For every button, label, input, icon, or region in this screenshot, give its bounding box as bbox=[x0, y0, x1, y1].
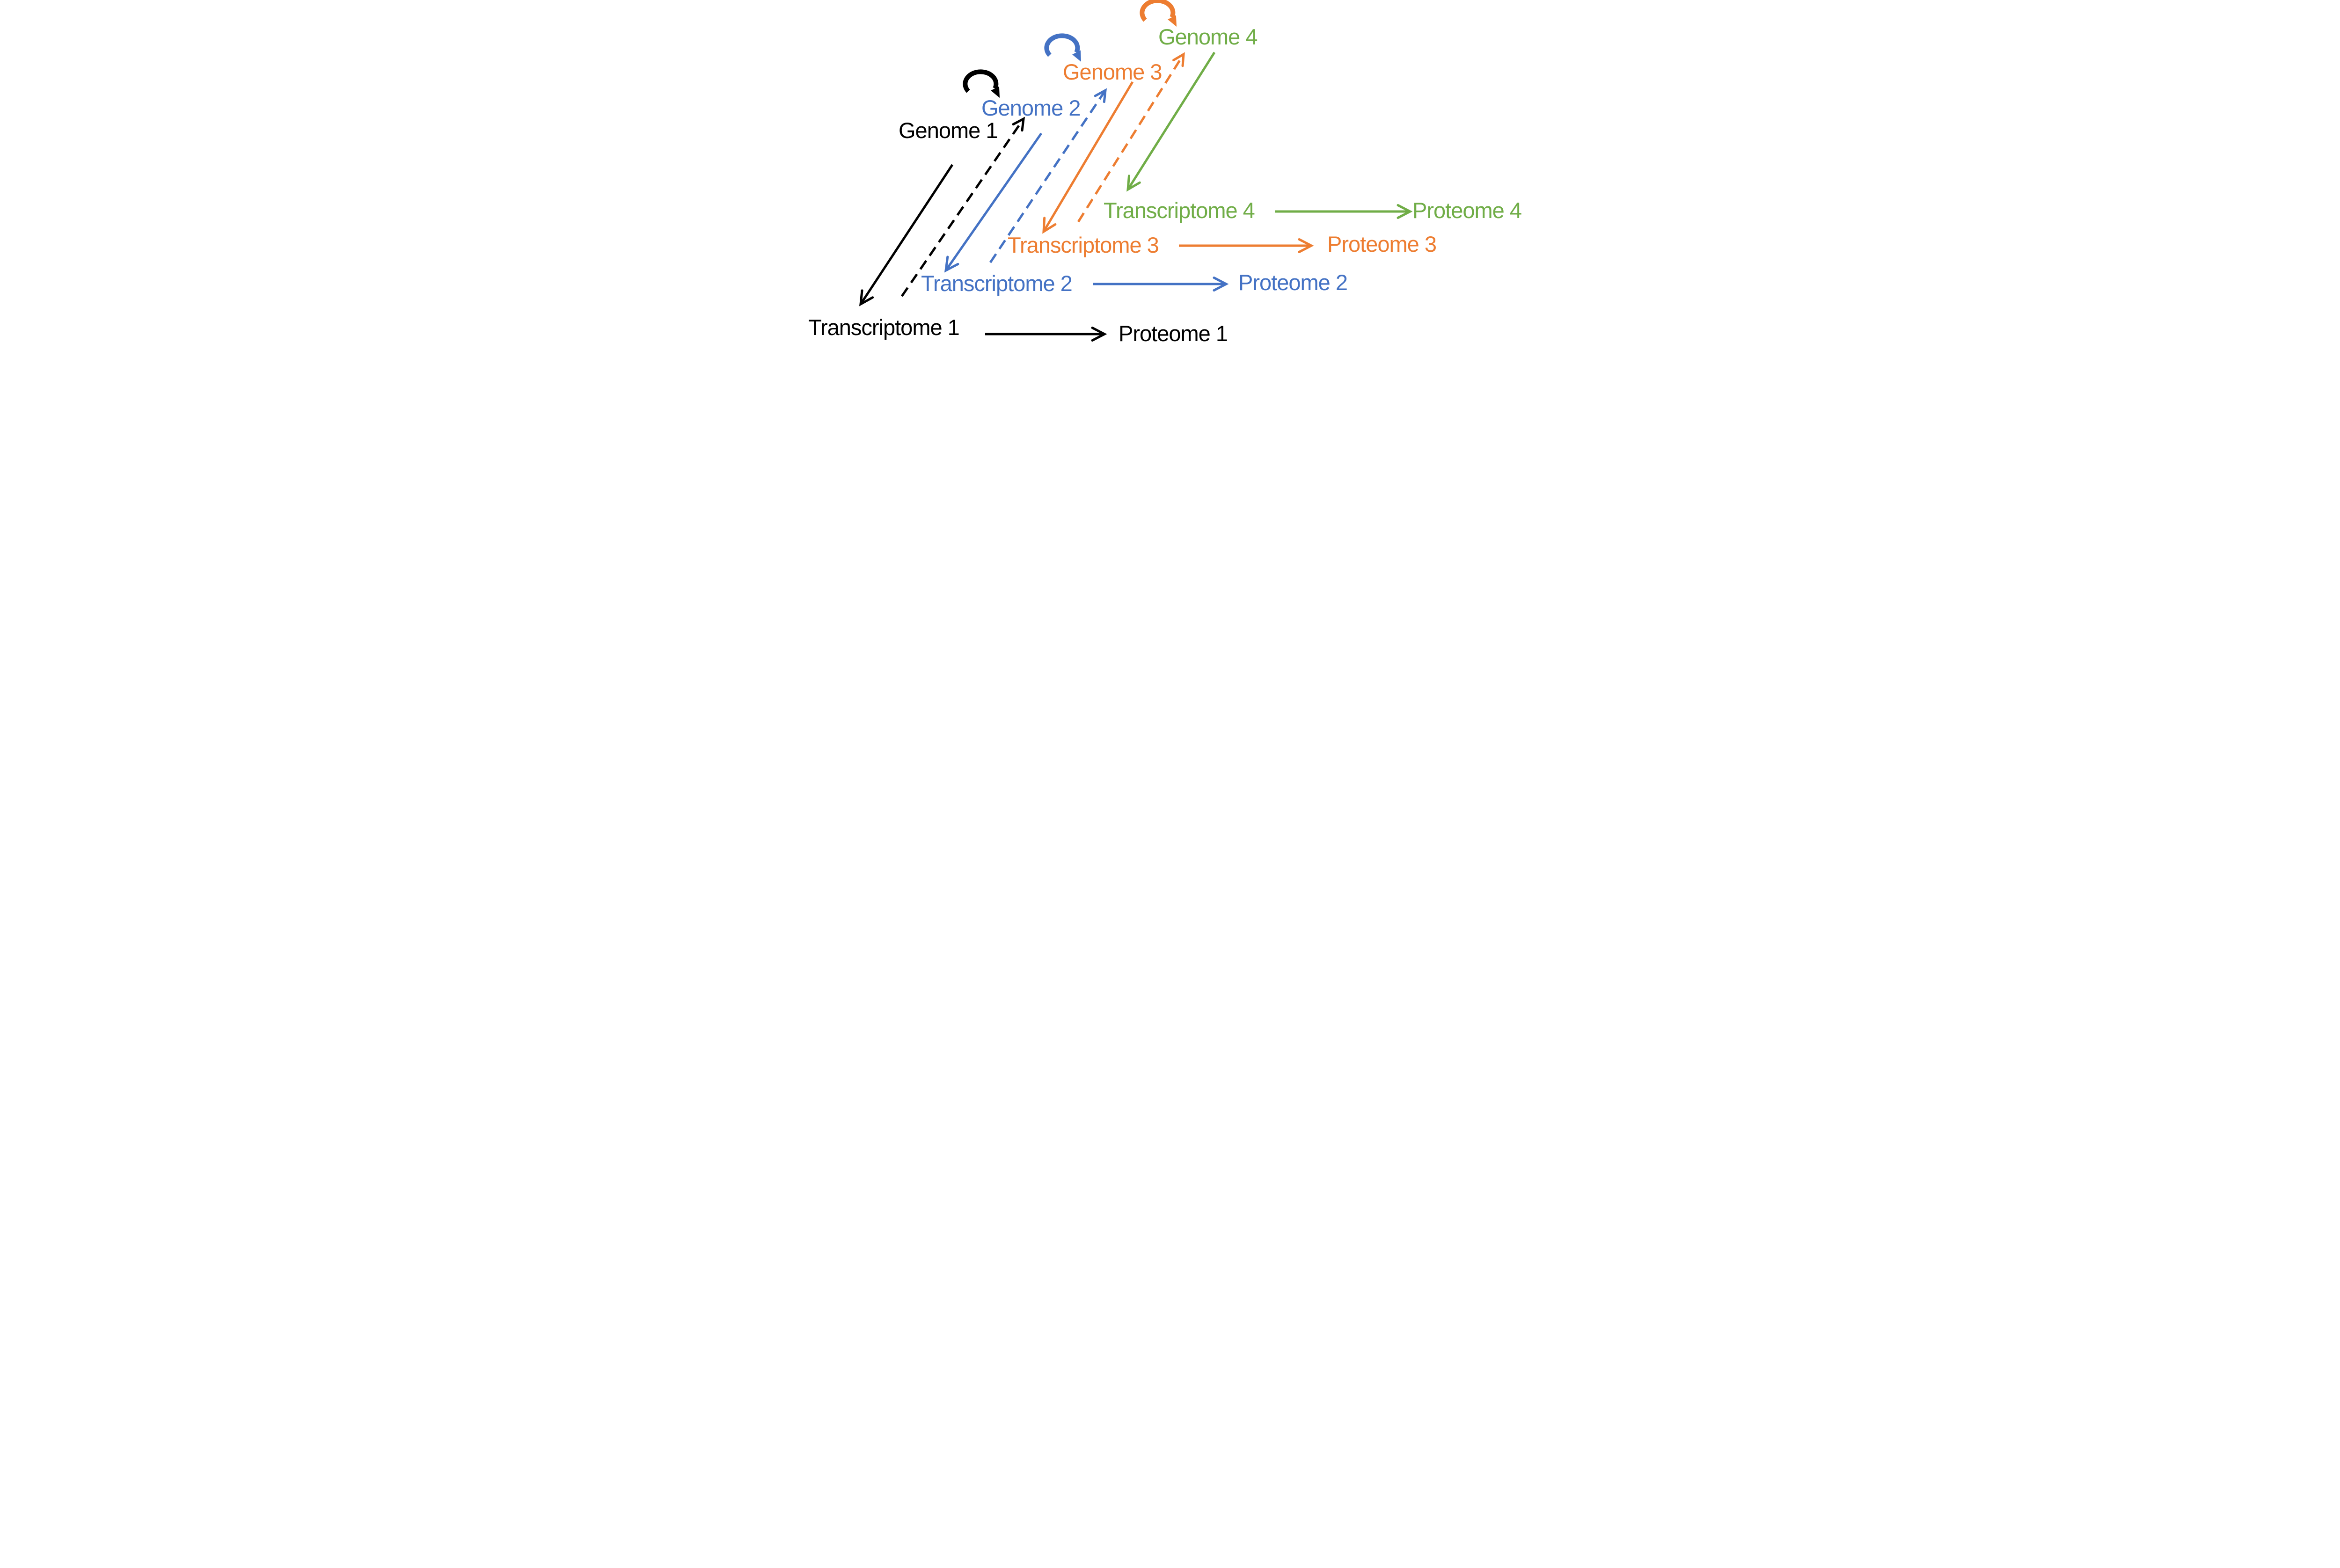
inheritance-arrow-3-to-4 bbox=[1077, 52, 1185, 223]
replication-loop-arrow-genome4 bbox=[1139, 0, 1177, 27]
transcriptome-2-label: Transcriptome 2 bbox=[921, 271, 1072, 296]
lineage-diagram: Genome 1 Genome 2 Genome 3 Genome 4 Tran… bbox=[801, 0, 1539, 349]
genome-1-label: Genome 1 bbox=[899, 118, 997, 143]
transcriptome-1-label: Transcriptome 1 bbox=[808, 315, 959, 340]
transcription-arrow-3 bbox=[1042, 81, 1133, 234]
proteome-3-label: Proteome 3 bbox=[1327, 232, 1436, 256]
proteome-1-label: Proteome 1 bbox=[1119, 321, 1228, 346]
replication-loop-arrow-genome2 bbox=[962, 69, 1000, 98]
genome-2-label: Genome 2 bbox=[981, 95, 1080, 120]
proteome-2-label: Proteome 2 bbox=[1238, 270, 1347, 295]
transcriptome-4-label: Transcriptome 4 bbox=[1104, 198, 1255, 223]
genome-4-label: Genome 4 bbox=[1158, 24, 1257, 49]
genome-lineage-figure: Genome 1 Genome 2 Genome 3 Genome 4 Tran… bbox=[801, 0, 1539, 349]
transcriptome-3-label: Transcriptome 3 bbox=[1008, 233, 1159, 257]
replication-loop-arrow-genome3 bbox=[1044, 33, 1081, 62]
transcription-arrow-4 bbox=[1126, 51, 1215, 192]
transcription-arrow-2 bbox=[944, 132, 1042, 273]
inheritance-arrow-2-to-3 bbox=[989, 88, 1107, 263]
proteome-4-label: Proteome 4 bbox=[1412, 198, 1521, 223]
transcription-arrow-1 bbox=[859, 164, 953, 306]
inheritance-arrow-1-to-2 bbox=[900, 117, 1025, 297]
canvas-background bbox=[801, 0, 1539, 349]
genome-3-label: Genome 3 bbox=[1063, 59, 1162, 84]
